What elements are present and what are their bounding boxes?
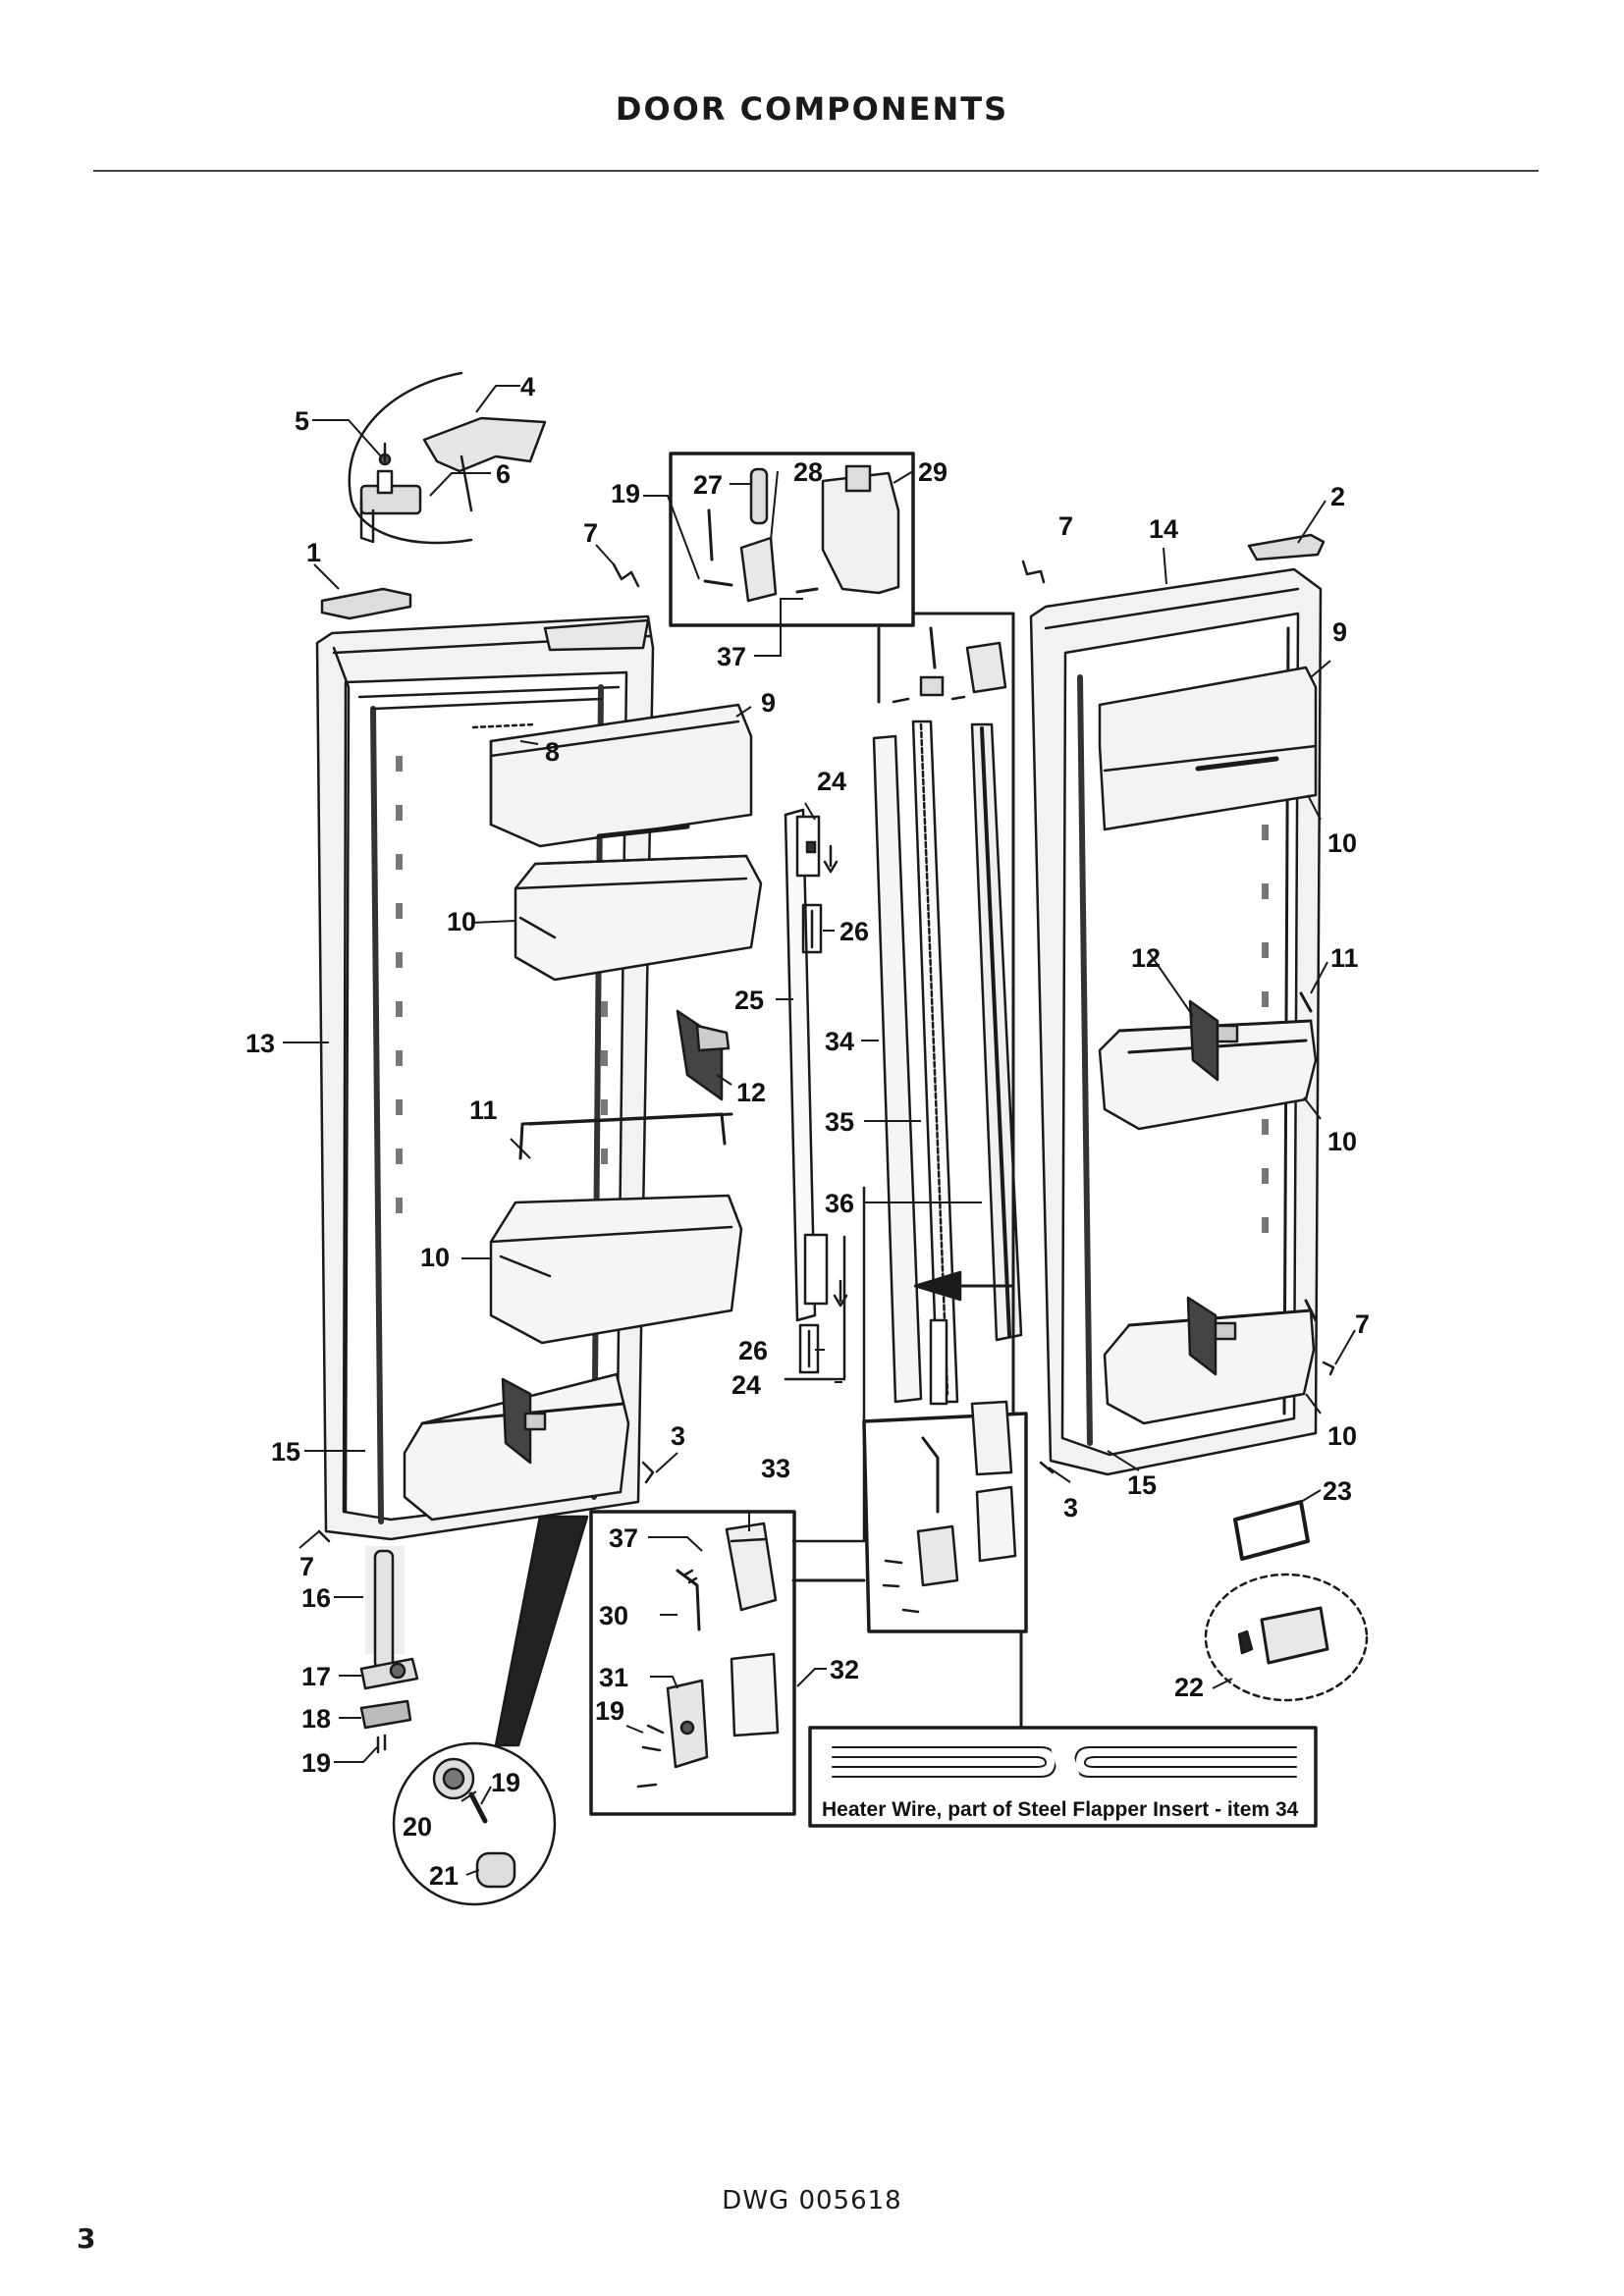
plug-22-detail xyxy=(1204,1573,1369,1702)
direction-arrow xyxy=(913,1270,1015,1302)
callout-37-top: 37 xyxy=(717,642,746,671)
callout-10-right-2: 10 xyxy=(1327,1127,1357,1156)
callout-24-lower: 24 xyxy=(731,1370,761,1400)
callout-15-left: 15 xyxy=(271,1437,300,1467)
callout-25: 25 xyxy=(734,986,764,1015)
callout-29: 29 xyxy=(918,457,947,487)
bottom-hinge-pin xyxy=(359,1546,419,1754)
callout-9-left: 9 xyxy=(761,688,776,718)
callout-19-bottom-left: 19 xyxy=(301,1748,331,1778)
callout-4: 4 xyxy=(520,372,535,401)
callout-22: 22 xyxy=(1174,1673,1204,1702)
top-hinge-cover-inset xyxy=(669,452,915,627)
callout-18: 18 xyxy=(301,1704,331,1734)
callout-15-right: 15 xyxy=(1127,1470,1157,1500)
callout-7-top-left: 7 xyxy=(583,518,598,548)
callout-20: 20 xyxy=(403,1812,432,1842)
wire-rail-left xyxy=(518,1112,733,1160)
screw-icon xyxy=(317,1461,655,1543)
heater-wire-caption: Heater Wire, part of Steel Flapper Inser… xyxy=(822,1798,1299,1821)
callout-10-right-3: 10 xyxy=(1327,1421,1357,1451)
callout-24-upper: 24 xyxy=(817,767,846,796)
callout-2: 2 xyxy=(1330,482,1345,511)
callout-11-right: 11 xyxy=(1330,943,1359,973)
callout-3-left: 3 xyxy=(671,1421,685,1451)
left-door-bottom-bin xyxy=(403,1372,630,1522)
left-door-upper-bin xyxy=(514,854,763,982)
page-title: DOOR COMPONENTS xyxy=(615,90,1009,128)
callout-6: 6 xyxy=(496,459,511,489)
bin-divider-left xyxy=(676,1009,731,1101)
callout-14: 14 xyxy=(1149,514,1178,544)
callout-labels: 1 2 3 3 4 5 6 7 7 7 7 8 9 9 10 10 10 10 … xyxy=(245,372,1370,1891)
right-door-middle-bin xyxy=(1098,991,1318,1131)
top-hinge-assembly xyxy=(348,371,547,545)
callout-30: 30 xyxy=(599,1601,628,1630)
callout-8: 8 xyxy=(545,737,560,767)
bottom-hinge-cover-inset xyxy=(589,1186,866,1816)
callout-10-left-middle: 10 xyxy=(420,1243,450,1272)
callout-28: 28 xyxy=(793,457,823,487)
callout-3-right: 3 xyxy=(1063,1493,1078,1522)
right-door-bottom-bin xyxy=(1103,1296,1318,1425)
top-cap-right xyxy=(1247,533,1326,561)
callout-7-bottom-left: 7 xyxy=(299,1552,314,1581)
callout-35: 35 xyxy=(825,1107,854,1137)
callout-7-top-right: 7 xyxy=(1058,511,1073,541)
callout-12-right: 12 xyxy=(1131,943,1161,973)
callout-10-left-upper: 10 xyxy=(447,907,476,936)
callout-21: 21 xyxy=(429,1861,459,1891)
callout-36: 36 xyxy=(825,1189,854,1218)
callout-26-lower: 26 xyxy=(738,1336,768,1365)
screw-clip-right xyxy=(1039,1361,1335,1474)
clip-icon xyxy=(612,560,1046,588)
callout-31: 31 xyxy=(599,1663,628,1692)
callout-10-right-1: 10 xyxy=(1327,828,1357,858)
page-number: 3 xyxy=(77,2222,96,2255)
callout-37-bottom: 37 xyxy=(609,1523,638,1553)
left-door-bin-slots xyxy=(396,756,608,1213)
left-door-outer-panel xyxy=(315,614,655,1541)
callout-7-right: 7 xyxy=(1355,1309,1370,1339)
callout-32: 32 xyxy=(830,1655,859,1684)
heater-wire-item-number: 34 xyxy=(1275,1798,1299,1821)
flapper-left-rail xyxy=(784,808,848,1381)
drawing-number: DWG 005618 xyxy=(722,2186,902,2216)
callout-33: 33 xyxy=(761,1454,790,1483)
left-door-middle-bin xyxy=(489,1194,743,1345)
callout-9-right: 9 xyxy=(1332,617,1347,647)
right-door-top-bin xyxy=(1098,666,1318,831)
callout-leaders xyxy=(283,385,1356,1876)
callout-13: 13 xyxy=(245,1029,275,1058)
callout-1: 1 xyxy=(306,538,321,567)
callout-19-top-inset: 19 xyxy=(611,479,640,508)
callout-12-left: 12 xyxy=(736,1078,766,1107)
callout-11-left: 11 xyxy=(469,1095,498,1125)
callout-5: 5 xyxy=(295,406,309,436)
hinge-detail-circle xyxy=(392,1515,589,1906)
flapper-hinge-inset xyxy=(791,1400,1028,1633)
pad-23 xyxy=(1233,1500,1310,1561)
callout-23: 23 xyxy=(1323,1476,1352,1506)
title-divider xyxy=(93,170,1539,172)
heater-wire-box xyxy=(808,1726,1318,1828)
callout-19-circle: 19 xyxy=(491,1768,520,1797)
callout-16: 16 xyxy=(301,1583,331,1613)
callout-27: 27 xyxy=(693,470,723,500)
callout-17: 17 xyxy=(301,1662,331,1691)
flapper-strips xyxy=(872,720,1023,1406)
callout-26-upper: 26 xyxy=(839,917,869,946)
left-door-top-bin xyxy=(471,703,753,848)
top-cap-left xyxy=(320,587,412,620)
right-door-bin-slots xyxy=(1262,825,1269,1233)
callout-19-bottom-inset: 19 xyxy=(595,1696,624,1726)
small-hinge-parts xyxy=(892,626,1007,704)
callout-34: 34 xyxy=(825,1027,854,1056)
